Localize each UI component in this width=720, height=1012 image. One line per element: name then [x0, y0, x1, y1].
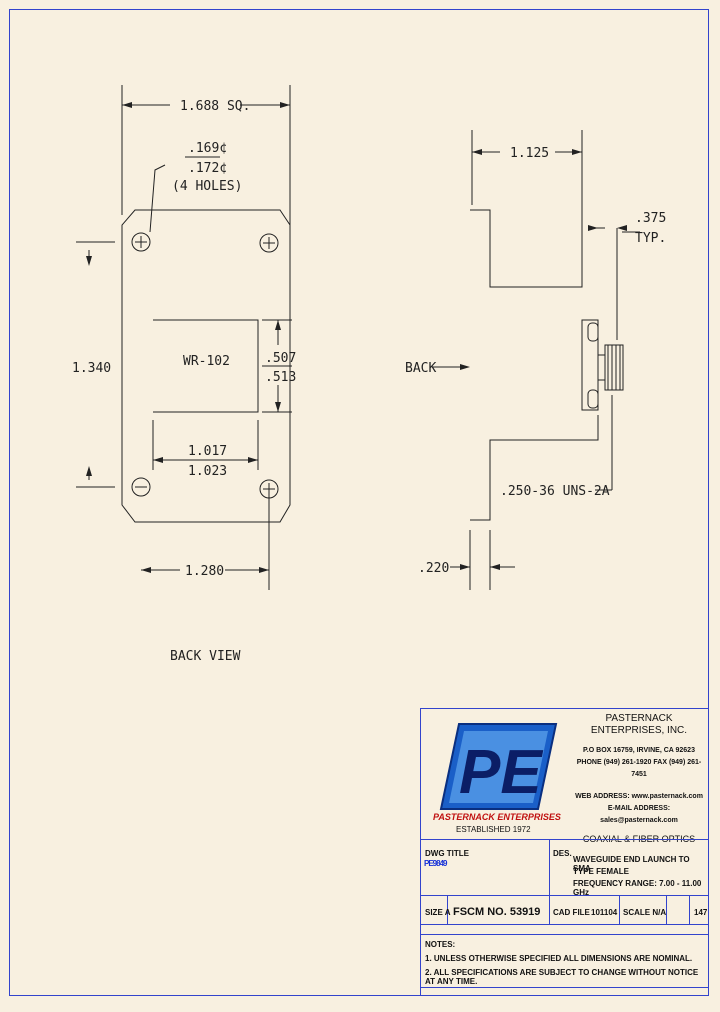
- mounting-hole-tl: [131, 232, 151, 252]
- des-label: DES.: [553, 849, 572, 858]
- company-web: WEB ADDRESS: www.pasternack.com: [575, 793, 703, 800]
- part-number: PE9849: [424, 859, 447, 868]
- waveguide-label: WR-102: [183, 354, 230, 369]
- flange-outline: [121, 209, 291, 523]
- company-info: PASTERNACK ENTERPRISES, INC. P.O BOX 167…: [569, 713, 709, 845]
- dim-connector-typ: TYP.: [635, 231, 666, 246]
- cad-file: 101104: [591, 908, 618, 917]
- mounting-hole-bl: [131, 477, 151, 497]
- view-name: BACK VIEW: [170, 649, 241, 664]
- dim-overall-square: 1.688 SQ.: [180, 99, 250, 114]
- side-profile: [470, 130, 583, 288]
- dim-hole-count: (4 HOLES): [172, 179, 242, 194]
- mounting-hole-tr: [259, 233, 279, 253]
- dim-hole-dia-min: .169¢: [188, 141, 227, 156]
- cad-file-label: CAD FILE: [553, 908, 590, 917]
- dwg-title-label: DWG TITLE: [425, 849, 469, 858]
- dim-height: 1.340: [72, 361, 111, 376]
- dim-flange-thickness: .220: [418, 561, 449, 576]
- sma-connector-body: [581, 319, 599, 411]
- drawing-sheet: [9, 9, 709, 996]
- back-label: BACK: [405, 361, 436, 376]
- scale: SCALE N/A: [623, 908, 667, 917]
- dim-width-max: 1.023: [188, 464, 227, 479]
- mechanical-drawing: 1.688 SQ. .169¢ .172¢ (4 HOLES) 1.340 WR…: [72, 85, 666, 664]
- dim-depth: 1.125: [510, 146, 549, 161]
- company-name: PASTERNACK ENTERPRISES, INC.: [590, 713, 688, 736]
- note-2: 2. ALL SPECIFICATIONS ARE SUBJECT TO CHA…: [425, 968, 699, 986]
- dim-slot-max: .513: [265, 370, 296, 385]
- fscm: FSCM NO. 53919: [453, 906, 541, 918]
- company-email: E-MAIL ADDRESS: sales@pasternack.com: [600, 805, 678, 824]
- company-phone: PHONE (949) 261-1920 FAX (949) 261-7451: [576, 759, 702, 778]
- size: SIZE A: [425, 908, 451, 917]
- desc-line1: WAVEGUIDE END LAUNCH TO SMA: [573, 855, 690, 873]
- dim-slot-min: .507: [265, 351, 296, 366]
- dim-connector-length: .375: [635, 211, 666, 226]
- desc-line2: TYPE FEMALE: [573, 867, 630, 876]
- waveguide-slot: [153, 319, 259, 413]
- sheet-number: 147: [694, 908, 708, 917]
- dim-hole-spacing: 1.280: [185, 564, 224, 579]
- notes-label: NOTES:: [425, 940, 456, 949]
- sma-thread: [604, 344, 624, 391]
- established: ESTABLISHED 1972: [456, 825, 531, 834]
- pasternack-logo: PE PASTERNACK ENTERPRISES ESTABLISHED 19…: [433, 723, 561, 834]
- note-1: 1. UNLESS OTHERWISE SPECIFIED ALL DIMENS…: [425, 954, 693, 963]
- desc-line3: FREQUENCY RANGE: 7.00 - 11.00 GHz: [573, 879, 702, 897]
- logo-text: PE: [459, 738, 543, 807]
- dim-width-min: 1.017: [188, 444, 227, 459]
- logo-banner: PASTERNACK ENTERPRISES: [433, 812, 561, 822]
- dim-thread: .250-36 UNS-2A: [500, 484, 610, 499]
- dim-hole-dia-max: .172¢: [188, 161, 227, 176]
- company-address: P.O BOX 16759, IRVINE, CA 92623: [583, 747, 695, 754]
- title-block: PE PASTERNACK ENTERPRISES ESTABLISHED 19…: [420, 708, 709, 996]
